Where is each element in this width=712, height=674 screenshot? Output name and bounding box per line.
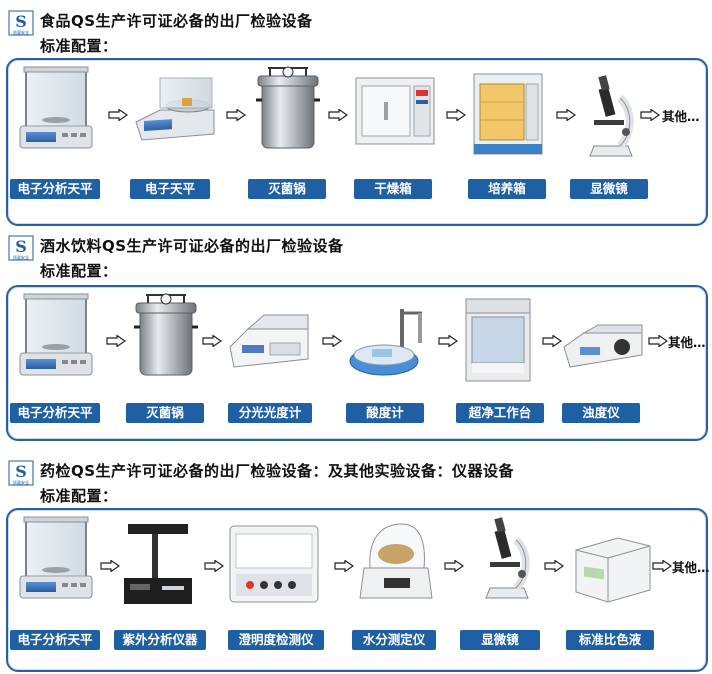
qs-logo-icon: S 质量安全 xyxy=(8,460,34,486)
equipment-label: 电子分析天平 xyxy=(10,630,100,650)
arrow-right-icon xyxy=(652,560,672,572)
arrow-right-icon xyxy=(438,335,458,347)
drying-oven-icon xyxy=(350,72,440,152)
turbidimeter-icon xyxy=(558,311,648,381)
section-subtitle: 标准配置： xyxy=(40,37,118,55)
section-subtitle: 标准配置： xyxy=(40,262,118,280)
microscope-icon xyxy=(576,72,646,162)
equipment-label: 显微镜 xyxy=(570,179,648,199)
equipment-label: 紫外分析仪器 xyxy=(114,630,206,650)
arrow-right-icon xyxy=(640,109,660,121)
section-pharma: S 质量安全 药检QS生产许可证必备的出厂检验设备：及其他实验设备：仪器设备 标… xyxy=(0,450,712,674)
arrow-right-icon xyxy=(328,109,348,121)
section-subtitle: 标准配置： xyxy=(40,487,118,505)
clean-bench-icon xyxy=(458,295,538,385)
section-title: 药检QS生产许可证必备的出厂检验设备：及其他实验设备：仪器设备 xyxy=(40,462,515,480)
qs-logo-icon: S 质量安全 xyxy=(8,235,34,261)
other-text: 其他… xyxy=(672,560,710,575)
spectrophotometer-icon xyxy=(224,301,314,381)
svg-text:S: S xyxy=(15,237,27,256)
equipment-label: 水分测定仪 xyxy=(352,630,436,650)
autoclave-icon xyxy=(248,66,328,156)
section-food: S 质量安全 食品QS生产许可证必备的出厂检验设备 标准配置： 电子分析天平 电… xyxy=(0,0,712,226)
arrow-right-icon xyxy=(202,335,222,347)
equipment-label: 超净工作台 xyxy=(456,403,544,423)
other-text: 其他… xyxy=(668,335,706,350)
other-text: 其他… xyxy=(662,109,700,124)
equipment-label: 浊度仪 xyxy=(562,403,640,423)
logo-text: 质量安全 xyxy=(13,29,29,35)
equipment-label: 培养箱 xyxy=(468,179,546,199)
svg-text:S: S xyxy=(15,12,27,31)
arrow-right-icon xyxy=(334,560,354,572)
uv-analyzer-icon xyxy=(118,520,198,610)
section-beverage: S 质量安全 酒水饮料QS生产许可证必备的出厂检验设备 标准配置： 电子分析天平… xyxy=(0,225,712,447)
microscope-icon xyxy=(472,514,542,604)
arrow-right-icon xyxy=(108,109,128,121)
equipment-label: 酸度计 xyxy=(346,403,424,423)
moisture-analyzer-icon xyxy=(356,516,436,606)
autoclave-icon xyxy=(126,293,206,383)
equipment-label: 电子分析天平 xyxy=(10,403,100,423)
arrow-right-icon xyxy=(556,109,576,121)
arrow-right-icon xyxy=(226,109,246,121)
equipment-label: 灭菌锅 xyxy=(248,179,326,199)
logo-text: 质量安全 xyxy=(13,479,29,485)
electronic-balance-icon xyxy=(130,70,220,150)
arrow-right-icon xyxy=(544,560,564,572)
analytical-balance-icon xyxy=(16,64,96,154)
clarity-detector-icon xyxy=(224,520,324,610)
incubator-icon xyxy=(468,70,548,160)
equipment-label: 显微镜 xyxy=(460,630,540,650)
analytical-balance-icon xyxy=(16,291,96,381)
analytical-balance-icon xyxy=(16,514,96,604)
arrow-right-icon xyxy=(204,560,224,572)
equipment-label: 澄明度检测仪 xyxy=(228,630,324,650)
ph-meter-icon xyxy=(342,303,432,383)
arrow-right-icon xyxy=(322,335,342,347)
logo-text: 质量安全 xyxy=(13,254,29,260)
equipment-label: 干燥箱 xyxy=(354,179,432,199)
equipment-label: 分光光度计 xyxy=(228,403,312,423)
standard-colorimetric-solution-icon xyxy=(566,528,656,608)
section-title: 酒水饮料QS生产许可证必备的出厂检验设备 xyxy=(40,237,344,255)
svg-text:S: S xyxy=(15,462,27,481)
section-title: 食品QS生产许可证必备的出厂检验设备 xyxy=(40,12,313,30)
arrow-right-icon xyxy=(446,109,466,121)
arrow-right-icon xyxy=(444,560,464,572)
equipment-label: 灭菌锅 xyxy=(126,403,204,423)
arrow-right-icon xyxy=(648,335,668,347)
qs-logo-icon: S 质量安全 xyxy=(8,10,34,36)
equipment-label: 电子分析天平 xyxy=(10,179,100,199)
equipment-label: 电子天平 xyxy=(130,179,210,199)
arrow-right-icon xyxy=(100,560,120,572)
equipment-label: 标准比色液 xyxy=(566,630,654,650)
arrow-right-icon xyxy=(106,335,126,347)
